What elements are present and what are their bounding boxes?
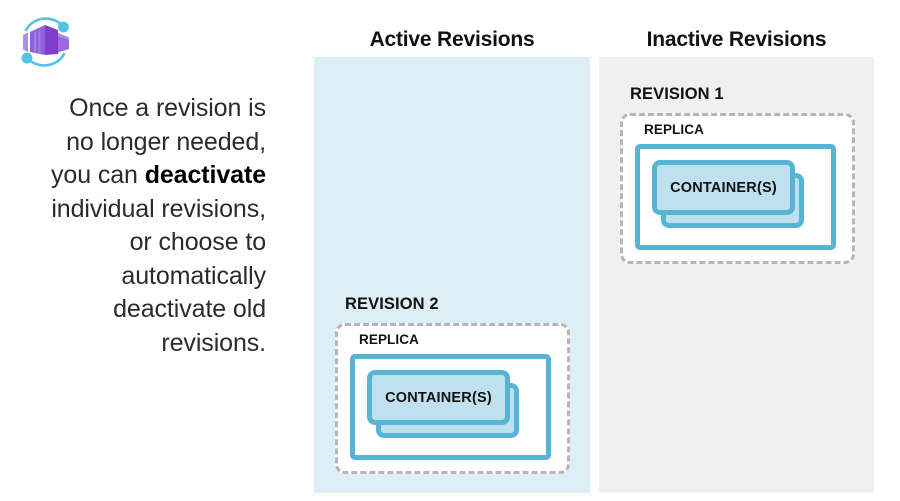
revision-1-group[interactable]: REVISION 1 REPLICA CONTAINER(S) (599, 57, 874, 493)
active-revisions-column-title: Active Revisions (369, 28, 535, 51)
revision-1-box[interactable]: REPLICA CONTAINER(S) (620, 113, 855, 264)
inactive-revisions-column-title: Inactive Revisions (646, 28, 827, 51)
revision-1-container-label: CONTAINER(S) (670, 179, 777, 196)
revision-2-replica-label: REPLICA (359, 332, 419, 347)
revision-2-label: REVISION 2 (345, 295, 439, 313)
intro-line-4: individual revisions, (51, 194, 266, 223)
azure-container-apps-icon (14, 13, 76, 71)
revision-1-label: REVISION 1 (630, 85, 724, 103)
left-info-panel: Once a revision is no longer needed, you… (0, 0, 290, 501)
revision-2-container-label: CONTAINER(S) (385, 389, 492, 406)
revision-1-replica-box[interactable]: CONTAINER(S) (635, 144, 836, 250)
revision-2-replica-box[interactable]: CONTAINER(S) (350, 354, 551, 460)
intro-paragraph: Once a revision is no longer needed, you… (0, 92, 266, 360)
intro-line-7: deactivate old (113, 295, 266, 323)
intro-line-2: no longer needed, (66, 127, 266, 156)
revision-1-replica-label: REPLICA (644, 122, 704, 137)
intro-line-3-prefix: you can (50, 161, 145, 189)
intro-line-6: automatically (121, 261, 266, 290)
revision-1-container-front[interactable]: CONTAINER(S) (652, 160, 795, 215)
intro-line-8: revisions. (161, 328, 266, 357)
revision-2-group[interactable]: REVISION 2 REPLICA CONTAINER(S) (314, 57, 590, 493)
intro-line-5: or choose to (129, 228, 266, 256)
intro-keyword-deactivate: deactivate (144, 161, 266, 189)
revision-2-box[interactable]: REPLICA CONTAINER(S) (335, 323, 570, 474)
intro-line-1: Once a revision is (69, 94, 266, 122)
revision-2-container-front[interactable]: CONTAINER(S) (367, 370, 510, 425)
